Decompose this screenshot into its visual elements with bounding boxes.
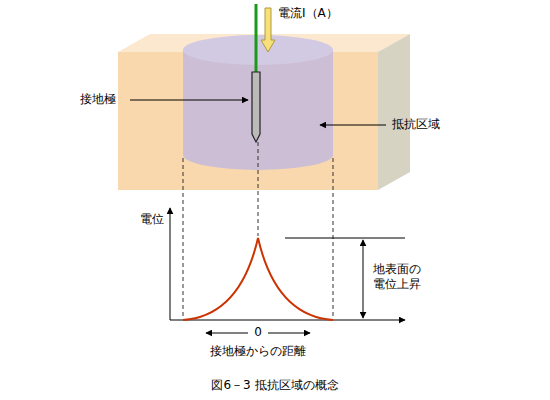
level-line xyxy=(285,238,405,239)
caption: 図6－3 抵抗区域の概念 xyxy=(211,378,338,393)
part-label: 抵抗区域 xyxy=(392,117,440,132)
ground-side xyxy=(378,34,410,190)
origin-label: 0 xyxy=(254,325,262,340)
distance-arrow xyxy=(206,333,248,334)
cylinder-top xyxy=(183,35,333,65)
current-arrow xyxy=(261,8,275,52)
x-axis xyxy=(170,320,405,321)
current-label: 電流I（A） xyxy=(278,6,338,21)
dimension-arrow xyxy=(363,240,364,318)
center-line xyxy=(258,142,259,236)
dimension-label: 地表面の 電位上昇 xyxy=(373,262,423,292)
distance-arrow xyxy=(268,333,310,334)
electrode xyxy=(252,72,260,142)
part-label: 接地極 xyxy=(80,92,116,107)
y-axis xyxy=(170,208,171,320)
leader-line xyxy=(320,125,386,126)
lead-wire xyxy=(255,4,258,72)
axis-label: 接地極からの距離 xyxy=(210,344,306,359)
potential-curve xyxy=(183,238,333,320)
axis-label: 電位 xyxy=(140,212,164,227)
region-edge xyxy=(183,158,184,319)
leader-line xyxy=(130,100,248,101)
